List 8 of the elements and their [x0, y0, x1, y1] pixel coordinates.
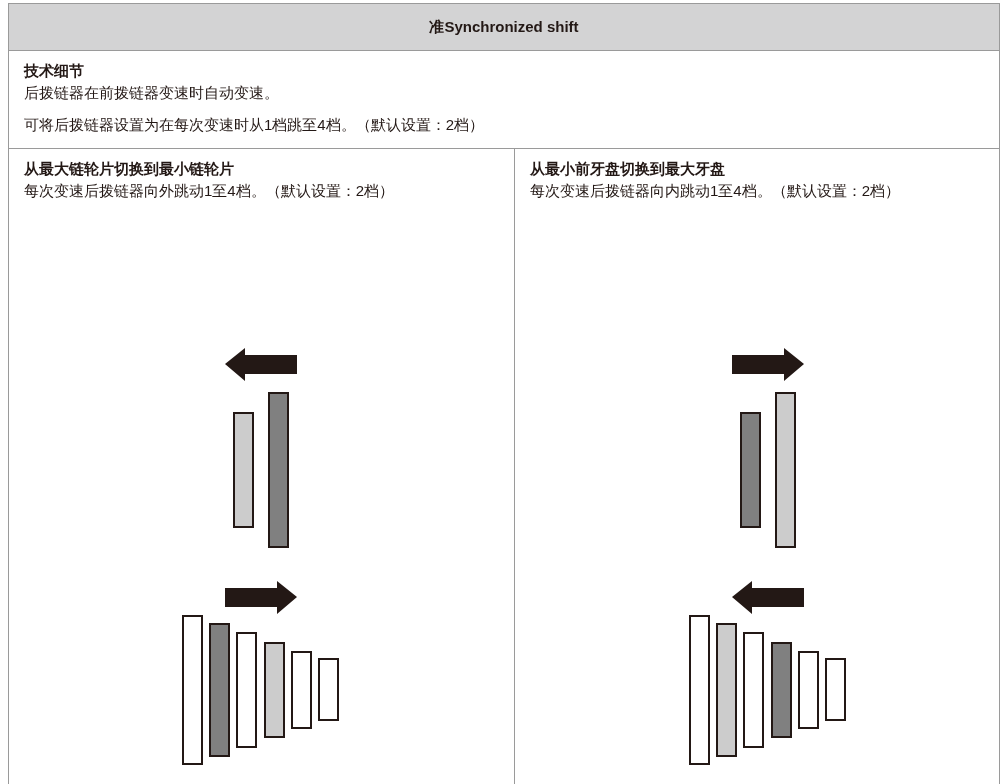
header-title: 准Synchronized shift — [429, 17, 579, 37]
paragraph: 后拨链器在前拨链器变速时自动变速。 — [24, 83, 279, 103]
heading: 从最小前牙盘切换到最大牙盘 — [530, 159, 725, 179]
heading: 从最大链轮片切换到最小链轮片 — [24, 159, 234, 179]
paragraph: 可将后拨链器设置为在每次变速时从1档跳至4档。（默认设置：2档） — [24, 115, 485, 135]
paragraph: 每次变速后拨链器向外跳动1至4档。（默认设置：2档） — [24, 181, 396, 201]
heading: 技术细节 — [24, 61, 84, 81]
paragraph: 每次变速后拨链器向内跳动1至4档。（默认设置：2档） — [530, 181, 902, 201]
